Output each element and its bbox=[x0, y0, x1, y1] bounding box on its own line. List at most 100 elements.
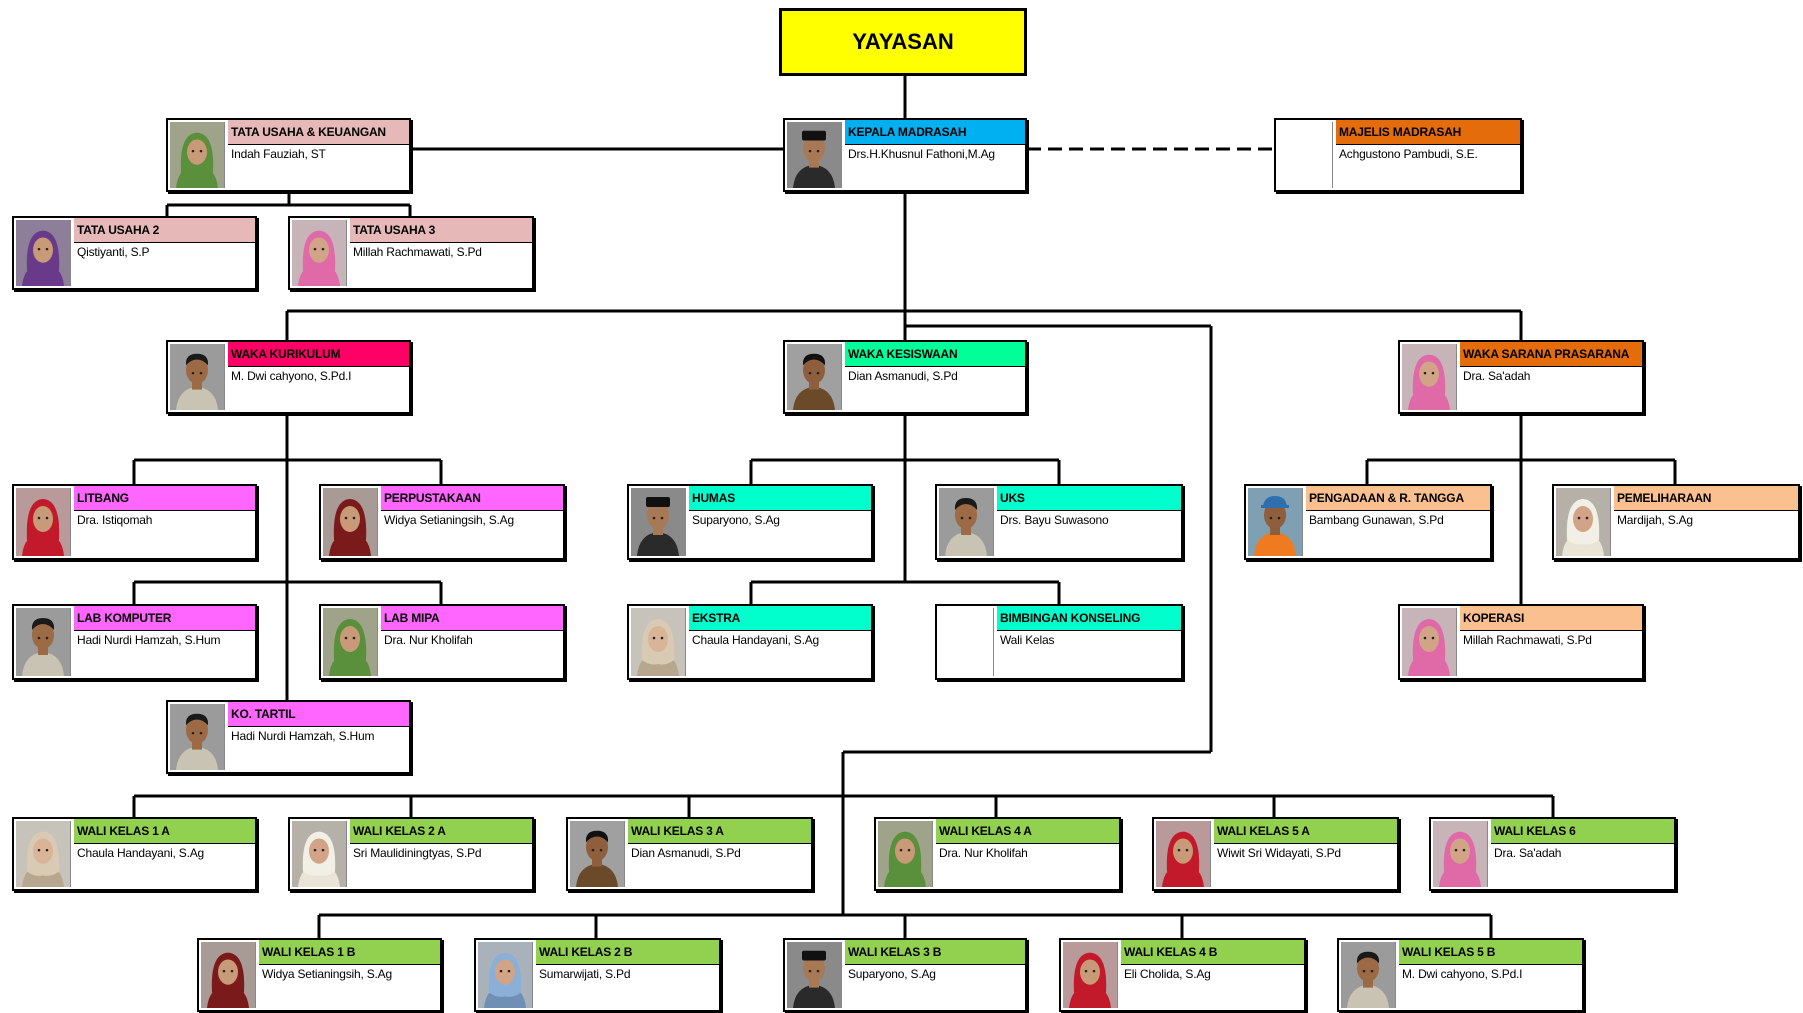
role-title: LITBANG bbox=[74, 486, 255, 511]
role-box-bk: BIMBINGAN KONSELING Wali Kelas bbox=[935, 604, 1183, 680]
person-name: Millah Rachmawati, S.Pd bbox=[353, 245, 482, 259]
woman-pink-hijab-icon bbox=[1433, 821, 1488, 887]
role-title: PEMELIHARAAN bbox=[1614, 486, 1798, 511]
woman-white-hijab-icon bbox=[292, 821, 347, 887]
person-name: Hadi Nurdi Hamzah, S.Hum bbox=[231, 729, 375, 743]
role-box-majelis: MAJELIS MADRASAH Achgustono Pambudi, S.E. bbox=[1274, 118, 1522, 192]
person-name: Widya Setianingsih, S.Ag bbox=[262, 967, 392, 981]
role-title: MAJELIS MADRASAH bbox=[1336, 120, 1520, 145]
role-box-kesiswaan: WAKA KESISWAAN Dian Asmanudi, S.Pd bbox=[783, 340, 1027, 414]
role-box-w1b: WALI KELAS 1 B Widya Setianingsih, S.Ag bbox=[197, 938, 442, 1012]
role-box-uks: UKS Drs. Bayu Suwasono bbox=[935, 484, 1183, 560]
person-name: Wali Kelas bbox=[1000, 633, 1055, 647]
role-title: WALI KELAS 6 bbox=[1491, 819, 1674, 844]
person-name: M. Dwi cahyono, S.Pd.I bbox=[231, 369, 352, 383]
role-title: KOPERASI bbox=[1460, 606, 1642, 631]
person-name: Bambang Gunawan, S.Pd bbox=[1309, 513, 1444, 527]
role-title: PERPUSTAKAAN bbox=[381, 486, 563, 511]
role-box-w2b: WALI KELAS 2 B Sumarwijati, S.Pd bbox=[474, 938, 721, 1012]
person-name: Achgustono Pambudi, S.E. bbox=[1339, 147, 1478, 161]
woman-pink-hijab-icon bbox=[292, 220, 347, 286]
person-name: Mardijah, S.Ag bbox=[1617, 513, 1693, 527]
person-name: Dra. Istiqomah bbox=[77, 513, 153, 527]
man-icon bbox=[170, 704, 225, 770]
role-box-tu3: TATA USAHA 3 Millah Rachmawati, S.Pd bbox=[288, 216, 534, 290]
role-box-tu2: TATA USAHA 2 Qistiyanti, S.P bbox=[12, 216, 257, 290]
role-title: PENGADAAN & R. TANGGA bbox=[1306, 486, 1490, 511]
woman-white-hijab-icon bbox=[1556, 488, 1611, 556]
yayasan-box: YAYASAN bbox=[779, 8, 1027, 76]
role-title: KO. TARTIL bbox=[228, 702, 409, 727]
man-peci-icon bbox=[787, 942, 842, 1008]
person-name: Sri Maulidiningtyas, S.Pd bbox=[353, 846, 482, 860]
person-name: Drs. Bayu Suwasono bbox=[1000, 513, 1109, 527]
role-box-kurikulum: WAKA KURIKULUM M. Dwi cahyono, S.Pd.I bbox=[166, 340, 411, 414]
man-peci-icon bbox=[631, 488, 686, 556]
person-name: Drs.H.Khusnul Fathoni,M.Ag bbox=[848, 147, 995, 161]
role-title: WALI KELAS 1 A bbox=[74, 819, 255, 844]
role-title: WALI KELAS 2 A bbox=[350, 819, 532, 844]
person-name: Dra. Nur Kholifah bbox=[939, 846, 1028, 860]
role-title: WAKA SARANA PRASARANA bbox=[1460, 342, 1642, 367]
person-name: Dian Asmanudi, S.Pd bbox=[631, 846, 741, 860]
person-name: Wiwit Sri Widayati, S.Pd bbox=[1217, 846, 1341, 860]
woman-blue-hijab-icon bbox=[478, 942, 533, 1008]
role-title: LAB MIPA bbox=[381, 606, 563, 631]
person-name: Dra. Sa'adah bbox=[1463, 369, 1531, 383]
man-icon bbox=[1341, 942, 1396, 1008]
role-box-koperasi: KOPERASI Millah Rachmawati, S.Pd bbox=[1398, 604, 1644, 680]
man-icon bbox=[16, 608, 71, 676]
person-name: Indah Fauziah, ST bbox=[231, 147, 326, 161]
person-name: Hadi Nurdi Hamzah, S.Hum bbox=[77, 633, 221, 647]
woman-green-hijab-icon bbox=[878, 821, 933, 887]
woman-beige-hijab-icon bbox=[631, 608, 686, 676]
role-title: WALI KELAS 2 B bbox=[536, 940, 719, 965]
person-name: Widya Setianingsih, S.Ag bbox=[384, 513, 514, 527]
person-name: Eli Cholida, S.Ag bbox=[1124, 967, 1211, 981]
woman-maroon-hijab-icon bbox=[323, 488, 378, 556]
person-name: Sumarwijati, S.Pd bbox=[539, 967, 631, 981]
role-title: WALI KELAS 4 A bbox=[936, 819, 1119, 844]
woman-red-hijab-icon bbox=[1063, 942, 1118, 1008]
role-title: WALI KELAS 5 B bbox=[1399, 940, 1582, 965]
man-batik-icon bbox=[570, 821, 625, 887]
man-batik-icon bbox=[787, 344, 842, 410]
person-name: Dian Asmanudi, S.Pd bbox=[848, 369, 958, 383]
role-title: UKS bbox=[997, 486, 1181, 511]
role-title: BIMBINGAN KONSELING bbox=[997, 606, 1181, 631]
role-title: WALI KELAS 1 B bbox=[259, 940, 440, 965]
role-title: WAKA KURIKULUM bbox=[228, 342, 409, 367]
man-icon bbox=[939, 488, 994, 556]
role-title: WALI KELAS 3 B bbox=[845, 940, 1025, 965]
woman-red-hijab-icon bbox=[16, 488, 71, 556]
role-box-w4a: WALI KELAS 4 A Dra. Nur Kholifah bbox=[874, 817, 1121, 891]
role-box-perpus: PERPUSTAKAAN Widya Setianingsih, S.Ag bbox=[319, 484, 565, 560]
role-title: TATA USAHA & KEUANGAN bbox=[228, 120, 409, 145]
role-title: WAKA KESISWAAN bbox=[845, 342, 1025, 367]
empty-photo-slot bbox=[939, 608, 994, 676]
person-name: Qistiyanti, S.P bbox=[77, 245, 150, 259]
woman-maroon-hijab-icon bbox=[201, 942, 256, 1008]
woman-purple-hijab-icon bbox=[16, 220, 71, 286]
role-title: TATA USAHA 2 bbox=[74, 218, 255, 243]
role-title: HUMAS bbox=[689, 486, 871, 511]
woman-beige-hijab-icon bbox=[16, 821, 71, 887]
empty-photo-slot bbox=[1278, 122, 1333, 188]
role-box-litbang: LITBANG Dra. Istiqomah bbox=[12, 484, 257, 560]
person-name: Millah Rachmawati, S.Pd bbox=[1463, 633, 1592, 647]
role-title: TATA USAHA 3 bbox=[350, 218, 532, 243]
role-box-tartil: KO. TARTIL Hadi Nurdi Hamzah, S.Hum bbox=[166, 700, 411, 774]
